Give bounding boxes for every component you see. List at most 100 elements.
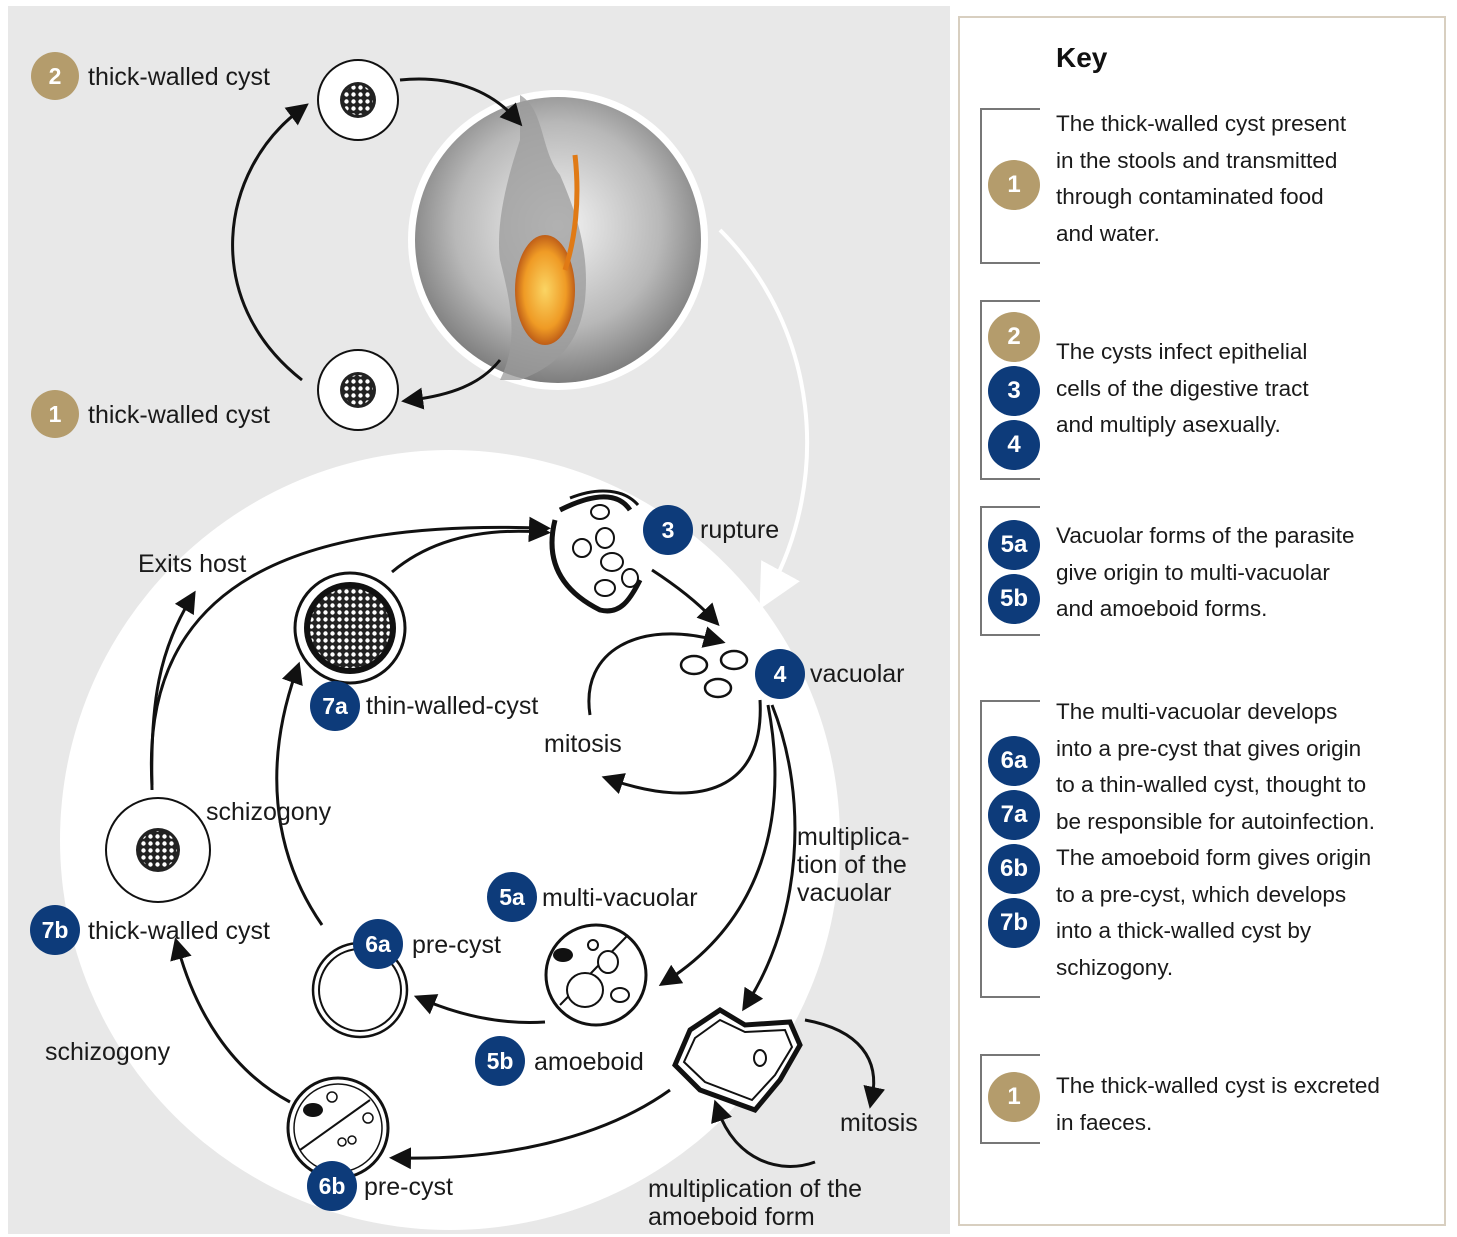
key-bracket <box>980 506 1040 636</box>
badge-3: 3 <box>643 505 693 555</box>
label-multiplication-vacuolar-1: multiplica- <box>797 823 910 851</box>
key-text-line: and water. <box>1056 220 1160 246</box>
label-mitosis-bottom: mitosis <box>840 1109 918 1137</box>
key-text-line: through contaminated food <box>1056 184 1324 209</box>
arrow-body-to-host <box>718 228 809 610</box>
cyst-2-drawing <box>317 59 399 141</box>
vacuolar-drawing <box>679 649 749 699</box>
arrow-vacuolar-to-multivacuolar <box>658 704 777 987</box>
key-badge: 1 <box>988 160 1040 210</box>
arrow-cyst2-to-body <box>399 77 523 127</box>
key-text-line: The thick-walled cyst is excreted <box>1056 1073 1380 1098</box>
label-cyst-7b: thick-walled cyst <box>88 917 270 945</box>
host-circle <box>60 450 840 1230</box>
key-entry: 1 The thick-walled cyst is excreted in fae… <box>980 1054 1440 1144</box>
arrow-6a-to-thinwall <box>275 661 324 926</box>
key-badge: 4 <box>988 420 1040 470</box>
key-text-line: in the stools and transmitted <box>1056 147 1338 173</box>
key-entry: 1 The thick-walled cyst present in the sto… <box>980 108 1440 264</box>
key-text-line: into a thick-walled cyst by <box>1056 918 1312 943</box>
label-amoeboid: amoeboid <box>534 1048 644 1076</box>
arrow-amoeboid-to-6b <box>389 1088 671 1170</box>
key-text-line: give origin to multi-vacuolar <box>1056 559 1330 585</box>
label-pre-cyst-6b: pre-cyst <box>364 1173 453 1201</box>
key-badge: 5a <box>988 520 1040 570</box>
key-text-line: The multi-vacuolar develops <box>1056 699 1338 724</box>
key-bracket <box>980 108 1040 264</box>
label-mitosis-top: mitosis <box>544 730 622 758</box>
key-badge: 7b <box>988 898 1040 948</box>
badge-7a: 7a <box>310 681 360 731</box>
svg-text:2: 2 <box>49 63 62 89</box>
label-multi-vacuolar: multi-vacuolar <box>542 884 698 912</box>
key-text-line: be responsible for autoinfection. <box>1056 808 1375 834</box>
key-text-line: into a pre-cyst that gives origin <box>1056 735 1362 761</box>
amoeboid-drawing <box>672 1007 803 1113</box>
key-text-line: cells of the digestive tract <box>1056 375 1309 401</box>
svg-text:7a: 7a <box>322 693 348 719</box>
pre-cyst-6b-drawing <box>286 1076 390 1180</box>
badge-4: 4 <box>755 649 805 699</box>
arrow-vacuolar-to-mitosis <box>601 699 762 795</box>
key-text-line: in faeces. <box>1056 1109 1153 1135</box>
badge-6b: 6b <box>307 1161 357 1211</box>
arrow-mitosis-loop-top <box>587 626 726 716</box>
rupture-drawing <box>549 489 643 614</box>
label-schizogony-left: schizogony <box>45 1038 171 1066</box>
key-text-line: Vacuolar forms of the parasite <box>1056 523 1355 548</box>
key-text-line: schizogony. <box>1056 954 1174 980</box>
key-badge: 3 <box>988 366 1040 416</box>
arrow-7b-to-rupture <box>149 516 551 786</box>
arrow-vacuolar-to-amoeboid <box>742 704 797 1012</box>
svg-text:4: 4 <box>774 661 787 687</box>
key-badge: 7a <box>988 790 1040 840</box>
badge-6a: 6a <box>353 919 403 969</box>
key-badges: 1 <box>988 1072 1040 1122</box>
badge-5b: 5b <box>475 1036 525 1086</box>
cyst-7b-drawing <box>105 797 211 903</box>
label-multiplication-vacuolar-3: vacuolar <box>797 879 892 907</box>
label-rupture: rupture <box>700 516 779 544</box>
label-thin-walled-cyst: thin-walled-cyst <box>366 692 538 720</box>
key-text-line: to a thin-walled cyst, thought to <box>1056 772 1367 797</box>
arrow-6b-to-7b <box>170 937 291 1104</box>
arrow-mitosis-to-amoeboid <box>711 1099 816 1168</box>
arrow-body-to-cyst1 <box>401 359 502 410</box>
label-multiplication-vacuolar-2: tion of the <box>797 851 907 879</box>
key-title: Key <box>1056 42 1108 73</box>
key-panel: Key 1 The thick-walled cyst present in the… <box>958 16 1446 1226</box>
key-badge: 1 <box>988 1072 1040 1122</box>
badge-2: 2 <box>31 52 79 100</box>
human-body-image <box>408 90 708 390</box>
svg-text:6a: 6a <box>365 931 391 957</box>
label-pre-cyst-6a: pre-cyst <box>412 931 501 959</box>
label-multiplication-amoeboid-1: multiplication of the <box>648 1175 862 1203</box>
arrow-cyst1-to-cyst2 <box>231 103 309 382</box>
key-text: The thick-walled cyst is excreted in faec… <box>1056 1068 1448 1141</box>
key-text-line: and amoeboid forms. <box>1056 596 1268 621</box>
svg-text:5a: 5a <box>499 884 525 910</box>
key-bracket <box>980 1054 1040 1144</box>
key-text-line: and multiply asexually. <box>1056 412 1281 437</box>
label-exits-host: Exits host <box>138 550 246 578</box>
label-multiplication-amoeboid-2: amoeboid form <box>648 1203 815 1231</box>
svg-text:6b: 6b <box>319 1173 346 1199</box>
thin-walled-cyst-drawing <box>293 571 407 685</box>
svg-text:7b: 7b <box>42 917 69 943</box>
svg-text:1: 1 <box>49 401 62 427</box>
life-cycle-diagram: 2 1 3 4 7a 5a 7b 6a 5b 6b thick-walled c… <box>8 6 950 1234</box>
badge-7b: 7b <box>30 905 80 955</box>
key-text-line: The thick-walled cyst present <box>1056 111 1347 136</box>
multi-vacuolar-drawing <box>544 923 648 1027</box>
key-badge: 5b <box>988 574 1040 624</box>
badge-5a: 5a <box>487 872 537 922</box>
badge-1: 1 <box>31 390 79 438</box>
key-bracket <box>980 300 1040 480</box>
arrow-multivacuolar-to-6a <box>413 994 546 1024</box>
